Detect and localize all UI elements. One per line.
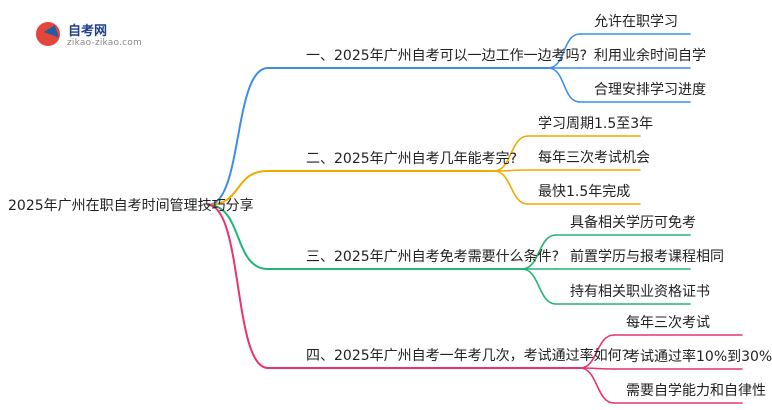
logo-icon <box>36 22 60 46</box>
leaf-4-1-curve <box>579 334 615 369</box>
branch-1: 一、2025年广州自考可以一边工作一边考吗? <box>306 48 588 64</box>
leaf-3-3: 持有相关职业资格证书 <box>570 284 710 300</box>
leaf-3-3-curve <box>521 268 557 305</box>
branch-4: 四、2025年广州自考一年考几次，考试通过率如何? <box>306 348 630 364</box>
leaf-4-2: 考试通过率10%到30% <box>626 349 772 365</box>
leaf-2-3-curve <box>493 170 529 205</box>
leaf-1-3-curve <box>547 67 581 103</box>
leaf-3-1: 具备相关学历可免考 <box>570 215 696 231</box>
leaf-4-3-curve <box>579 367 615 404</box>
leaf-3-2: 前置学历与报考课程相同 <box>570 249 724 265</box>
mindmap-connectors <box>207 33 743 404</box>
leaf-1-1-curve <box>547 33 581 69</box>
leaf-2-1-curve <box>493 135 529 172</box>
root-node: 2025年广州在职自考时间管理技巧分享 <box>8 198 254 214</box>
branch-2-curve <box>207 170 269 206</box>
branch-3: 三、2025年广州自考免考需要什么条件? <box>306 249 560 265</box>
leaf-2-2: 每年三次考试机会 <box>538 150 650 166</box>
leaf-2-1: 学习周期1.5至3年 <box>538 116 654 132</box>
leaf-1-2: 利用业余时间自学 <box>594 48 706 64</box>
leaf-2-3: 最快1.5年完成 <box>538 184 631 200</box>
logo-title: 自考网 <box>68 24 108 39</box>
leaf-4-1: 每年三次考试 <box>626 315 710 331</box>
leaf-3-1-curve <box>521 234 557 270</box>
branch-2: 二、2025年广州自考几年能考完? <box>306 151 518 167</box>
leaf-4-3: 需要自学能力和自律性 <box>626 383 766 399</box>
branch-4-curve <box>207 204 269 369</box>
logo-subtitle: zikao-zikao.com <box>67 38 142 48</box>
site-logo[interactable]: 自考网 zikao-zikao.com <box>30 14 180 54</box>
branch-3-curve <box>207 204 269 270</box>
branch-1-curve <box>207 67 269 206</box>
leaf-1-3: 合理安排学习进度 <box>594 82 706 98</box>
leaf-1-1: 允许在职学习 <box>594 14 678 30</box>
